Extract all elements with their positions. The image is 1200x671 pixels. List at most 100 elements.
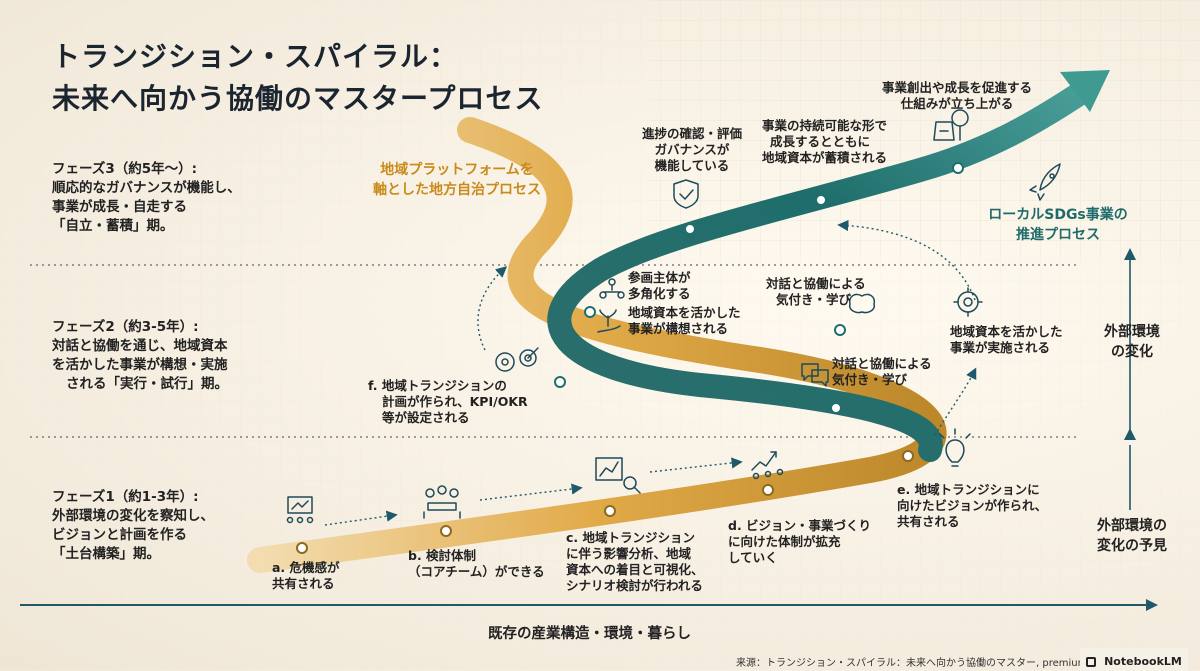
rocket-icon [1029,163,1061,201]
step-a-label: a. 危機感が 共有される [272,560,340,592]
team-meeting-icon [423,485,461,519]
source-caption: 来源：トランジション・スパイラル：未来へ向かう協働のマスター, premium … [736,658,1108,669]
note-line: 事業の持続可能な形で [762,118,888,133]
phase-3-description: フェーズ3（約5年〜）: 順応的なガバナンスが機能し、 事業が成長・自走する 「… [52,160,241,236]
network-icon [599,278,625,299]
growth-chart-icon [751,451,784,480]
brain-icon [848,293,876,314]
note-line: 成長するとともに [770,134,871,149]
step-c-line: に伴う影響分析、地域 [566,546,692,561]
phase-3-text: 事業が成長・自走する [52,199,187,215]
phase-1-text: 「土台構築」期。 [52,546,160,562]
note-dialogue-high: 対話と協働による 気付き・学び [766,276,866,308]
step-b-label: b. 検討体制 （コアチーム）ができる [408,548,545,580]
plant-hand-icon [597,309,621,333]
presentation-icon [286,496,314,524]
step-e-line: 共有される [897,514,960,529]
side-label-line: 外部環境の [1097,518,1167,534]
phase-1-text: ビジョンと計画を作る [52,527,187,543]
brand-name: NotebookLM [1104,655,1182,668]
step-b-line: （コアチーム）ができる [408,564,545,579]
milestone-dot-actors [584,306,596,318]
gear-icon [953,287,983,317]
step-f-label: f. 地域トランジションの 計画が作られ、KPI/OKR 等が設定される [368,378,528,426]
phase-1-heading: フェーズ1（約1-3年）: [52,489,199,505]
shield-check-icon [673,179,699,209]
note-line: 事業が構想される [628,321,729,336]
step-c-line: c. 地域トランジション [566,530,696,545]
step-d-line: d. ビジョン・事業づくり [728,518,872,533]
milestone-dot-sustain [815,194,827,206]
phase-3-text: 「自立・蓄積」期。 [52,218,174,234]
phase-2-text: 対話と協働を通じ、地域資本 [52,338,228,354]
brand-badge: NotebookLM [1080,648,1188,671]
milestone-dot-dialogue-low [830,402,842,414]
step-b-line: b. 検討体制 [408,548,477,563]
phase-2-text: を活かした事業が構想・実施 [52,357,228,373]
note-line: 参画主体が [628,270,691,285]
side-label-line: 変化の予見 [1097,538,1167,554]
teal-arrowhead [1060,70,1110,112]
note-capital-implemented: 地域資本を活かした 事業が実施される [950,324,1063,356]
step-f-line: f. 地域トランジションの [368,378,507,393]
gold-ribbon-label-line: 地域プラットフォームを [380,162,534,178]
side-label-line: 外部環境 [1104,324,1160,340]
chat-icon [801,363,829,387]
title-line-1: トランジション・スパイラル： [52,40,459,73]
teal-ribbon-label-line: ローカルSDGs事業の [988,207,1128,223]
milestone-dot-a [296,542,308,554]
note-line: 気付き・学び [832,372,908,387]
bottom-axis-arrowhead [1146,599,1158,611]
gold-ribbon-label-line: 軸とした地方自治プロセス [373,182,541,198]
note-line: 対話と協働による [766,276,866,291]
milestone-dot-b [440,525,452,537]
teal-ribbon-label-line: 推進プロセス [1016,227,1100,243]
step-f-line: 計画が作られ、KPI/OKR [382,394,528,409]
step-d-line: していく [728,550,778,565]
note-line: 地域資本を活かした [950,324,1063,339]
note-actors-diversify: 参画主体が 多角化する [628,270,691,302]
milestone-dot-f [554,376,566,388]
note-line: 進捗の確認・評価 [641,126,742,141]
milestone-dot-dialogue-high [834,324,846,336]
gold-ribbon-label: 地域プラットフォームを 軸とした地方自治プロセス [362,160,552,200]
step-a-line: 共有される [272,576,335,591]
milestone-dot-e [902,450,914,462]
brand-logo-icon [1086,657,1096,667]
side-label-external-change: 外部環境 の変化 [1092,322,1172,362]
step-d-label: d. ビジョン・事業づくり に向けた体制が拡充 していく [728,518,871,566]
note-sustainable-growth: 事業の持続可能な形で 成長するとともに 地域資本が蓄積される [762,118,887,166]
phase-3-heading: フェーズ3（約5年〜）: [52,161,198,177]
step-c-line: シナリオ検討が行われる [566,578,703,593]
milestone-dot-d [762,484,774,496]
phase-1-description: フェーズ1（約1-3年）: 外部環境の変化を察知し、 ビジョンと計画を作る 「土… [52,488,214,564]
bottom-axis-label: 既存の産業構造・環境・暮らし [488,626,691,642]
note-line: 機能している [654,158,730,173]
target-gear-icon [495,347,539,372]
note-progress-governance: 進捗の確認・評価 ガバナンスが 機能している [632,126,752,174]
analysis-chart-icon [595,457,641,494]
page-title: トランジション・スパイラル： 未来へ向かう協働のマスタープロセス [52,36,543,120]
step-d-line: に向けた体制が拡充 [728,534,841,549]
note-dialogue-low: 対話と協働による 気付き・学び [832,356,932,388]
note-line: 地域資本が蓄積される [762,150,888,165]
phase-3-text: 順応的なガバナンスが機能し、 [52,180,241,196]
side-label-external-forecast: 外部環境の 変化の予見 [1082,516,1182,556]
phase-2-text: される「実行・試行」期。 [66,376,228,392]
milestone-dot-c [604,505,616,517]
phase-1-text: 外部環境の変化を察知し、 [52,508,214,524]
phase-2-description: フェーズ2（約3-5年）: 対話と協働を通じ、地域資本 を活かした事業が構想・実… [52,318,228,394]
note-line: 地域資本を活かした [628,305,741,320]
note-line: 事業創出や成長を促進する [881,80,1032,95]
note-line: 多角化する [628,286,691,301]
step-e-line: 向けたビジョンが作られ、 [897,498,1048,513]
note-growth-mechanism: 事業創出や成長を促進する 仕組みが立ち上がる [868,80,1046,112]
step-c-line: 資本への着目と可視化、 [566,562,704,577]
step-a-line: a. 危機感が [272,560,340,575]
phase-2-heading: フェーズ2（約3-5年）: [52,319,199,335]
note-line: 仕組みが立ち上がる [900,96,1014,111]
note-line: 気付き・学び [776,292,852,307]
title-line-2: 未来へ向かう協働のマスタープロセス [52,82,544,115]
note-line: ガバナンスが [654,142,730,157]
